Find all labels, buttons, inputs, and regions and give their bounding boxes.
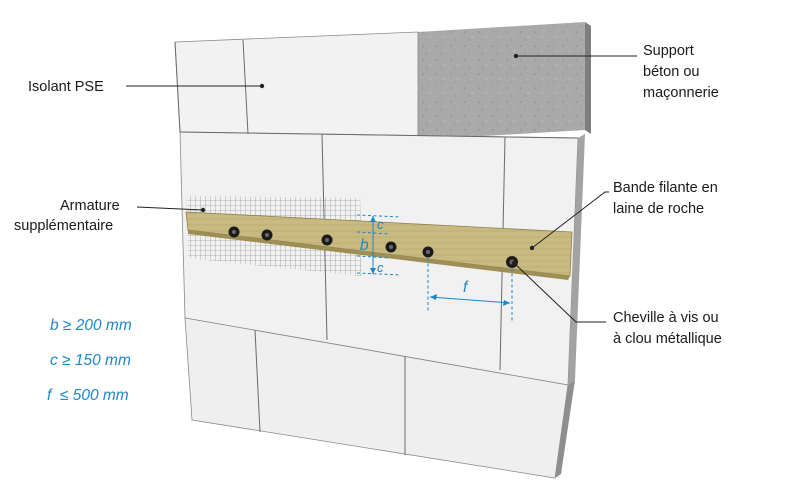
rock-wool-band: [185, 211, 573, 280]
dimension-c-bottom: c: [377, 260, 384, 275]
label-support-3: maçonnerie: [643, 85, 719, 101]
label-bande-1: Bande filante en: [613, 180, 718, 196]
label-cheville-1: Cheville à vis ou: [613, 310, 719, 326]
dimension-c-top: c: [377, 217, 384, 232]
label-armature-2: supplémentaire: [14, 218, 113, 234]
anchors: [228, 226, 518, 268]
leader-lines: [126, 53, 637, 323]
label-bande-2: laine de roche: [613, 201, 704, 217]
requirement-b: b ≥ 200 mm: [50, 317, 132, 334]
anchor-icon: [506, 256, 518, 268]
label-armature-1: Armature: [60, 198, 120, 214]
label-isolant: Isolant PSE: [28, 79, 104, 95]
label-support-1: Support: [643, 43, 694, 59]
eps-boards: [174, 31, 585, 479]
dimension-b: b: [360, 237, 369, 254]
concrete-support: [418, 22, 591, 140]
requirement-f: f ≤ 500 mm: [47, 387, 129, 404]
anchor-icon: [321, 234, 333, 246]
dimension-f: f: [463, 279, 469, 296]
label-support-2: béton ou: [643, 64, 699, 80]
anchor-icon: [228, 226, 240, 238]
label-cheville-2: à clou métallique: [613, 331, 722, 347]
requirement-c: c ≥ 150 mm: [50, 352, 131, 369]
dimension-markings: [356, 214, 513, 322]
anchor-icon: [422, 246, 434, 258]
anchor-icon: [385, 241, 397, 253]
anchor-icon: [261, 229, 273, 241]
